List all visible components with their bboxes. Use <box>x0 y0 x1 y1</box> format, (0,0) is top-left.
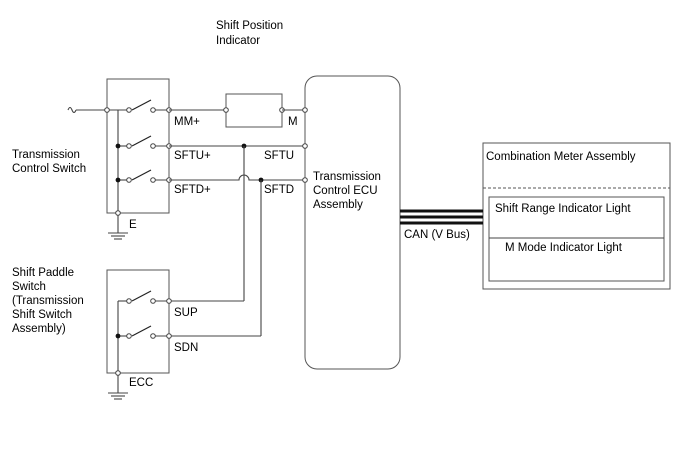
terminal-sftd: SFTD <box>264 184 294 196</box>
indicator-lights-box <box>488 196 665 282</box>
input-lead-wiggle <box>67 106 77 114</box>
terminal-mm-plus: MM+ <box>174 116 200 128</box>
shift-paddle-switch-box <box>106 269 170 374</box>
tcs-terminal-a1 <box>126 107 132 113</box>
term-sdn <box>166 333 172 339</box>
transmission-ecu-box <box>304 75 401 370</box>
terminal-sftu-plus: SFTU+ <box>174 150 211 162</box>
term-ecu-sftd <box>302 177 308 183</box>
terminal-sdn: SDN <box>174 342 198 354</box>
paddle-terminal-b1 <box>126 333 132 339</box>
paddle-terminal-a1 <box>126 298 132 304</box>
transmission-control-switch-label-line1: Transmission <box>12 149 80 161</box>
paddle-terminal-b2 <box>150 333 156 339</box>
wire-sftd <box>169 174 305 181</box>
can-bus-lines <box>400 209 483 225</box>
tcs-terminal-c2 <box>150 177 156 183</box>
terminal-e: E <box>129 219 137 231</box>
m-mode-indicator-light-label: M Mode Indicator Light <box>505 242 623 254</box>
terminal-sftu: SFTU <box>264 150 294 162</box>
shift-position-indicator-label-line1: Shift Position <box>216 20 283 32</box>
term-sup <box>166 298 172 304</box>
ground-icon <box>108 232 128 240</box>
shift-range-indicator-light-label: Shift Range Indicator Light <box>495 203 631 215</box>
term-indicator-in <box>223 107 229 113</box>
terminal-ecc: ECC <box>129 377 153 389</box>
shift-paddle-switch-label-line2: Switch <box>12 281 46 293</box>
tcs-terminal-b2 <box>150 143 156 149</box>
ecu-label-line1: Transmission <box>313 171 381 183</box>
term-ecu-sftu <box>302 143 308 149</box>
term-input <box>104 107 110 113</box>
term-e <box>115 210 121 216</box>
transmission-control-switch-label-line2: Control Switch <box>12 163 86 175</box>
term-ecu-m <box>302 107 308 113</box>
ground-icon-paddle <box>108 392 128 400</box>
shift-paddle-switch-label-line5: Assembly) <box>12 323 66 335</box>
tcs-node-2 <box>115 177 121 183</box>
terminal-sftd-plus: SFTD+ <box>174 184 211 196</box>
terminal-sup: SUP <box>174 307 198 319</box>
paddle-terminal-a2 <box>150 298 156 304</box>
shift-paddle-switch-label-line1: Shift Paddle <box>12 267 74 279</box>
term-ecc <box>115 370 121 376</box>
paddle-node <box>115 333 121 339</box>
ecu-label-line3: Assembly <box>313 199 363 211</box>
tcs-terminal-b1 <box>126 143 132 149</box>
tcs-terminal-a2 <box>150 107 156 113</box>
shift-position-indicator-box <box>225 93 283 128</box>
terminal-m: M <box>288 116 298 128</box>
tcs-terminal-c1 <box>126 177 132 183</box>
shift-paddle-switch-label-line4: Shift Switch <box>12 309 72 321</box>
tcs-node-1 <box>115 143 121 149</box>
shift-paddle-switch-label-line3: (Transmission <box>12 295 84 307</box>
shift-position-indicator-label-line2: Indicator <box>216 35 260 47</box>
combination-meter-label: Combination Meter Assembly <box>486 151 636 163</box>
ecu-label-line2: Control ECU <box>313 185 378 197</box>
can-bus-label: CAN (V Bus) <box>404 229 470 241</box>
